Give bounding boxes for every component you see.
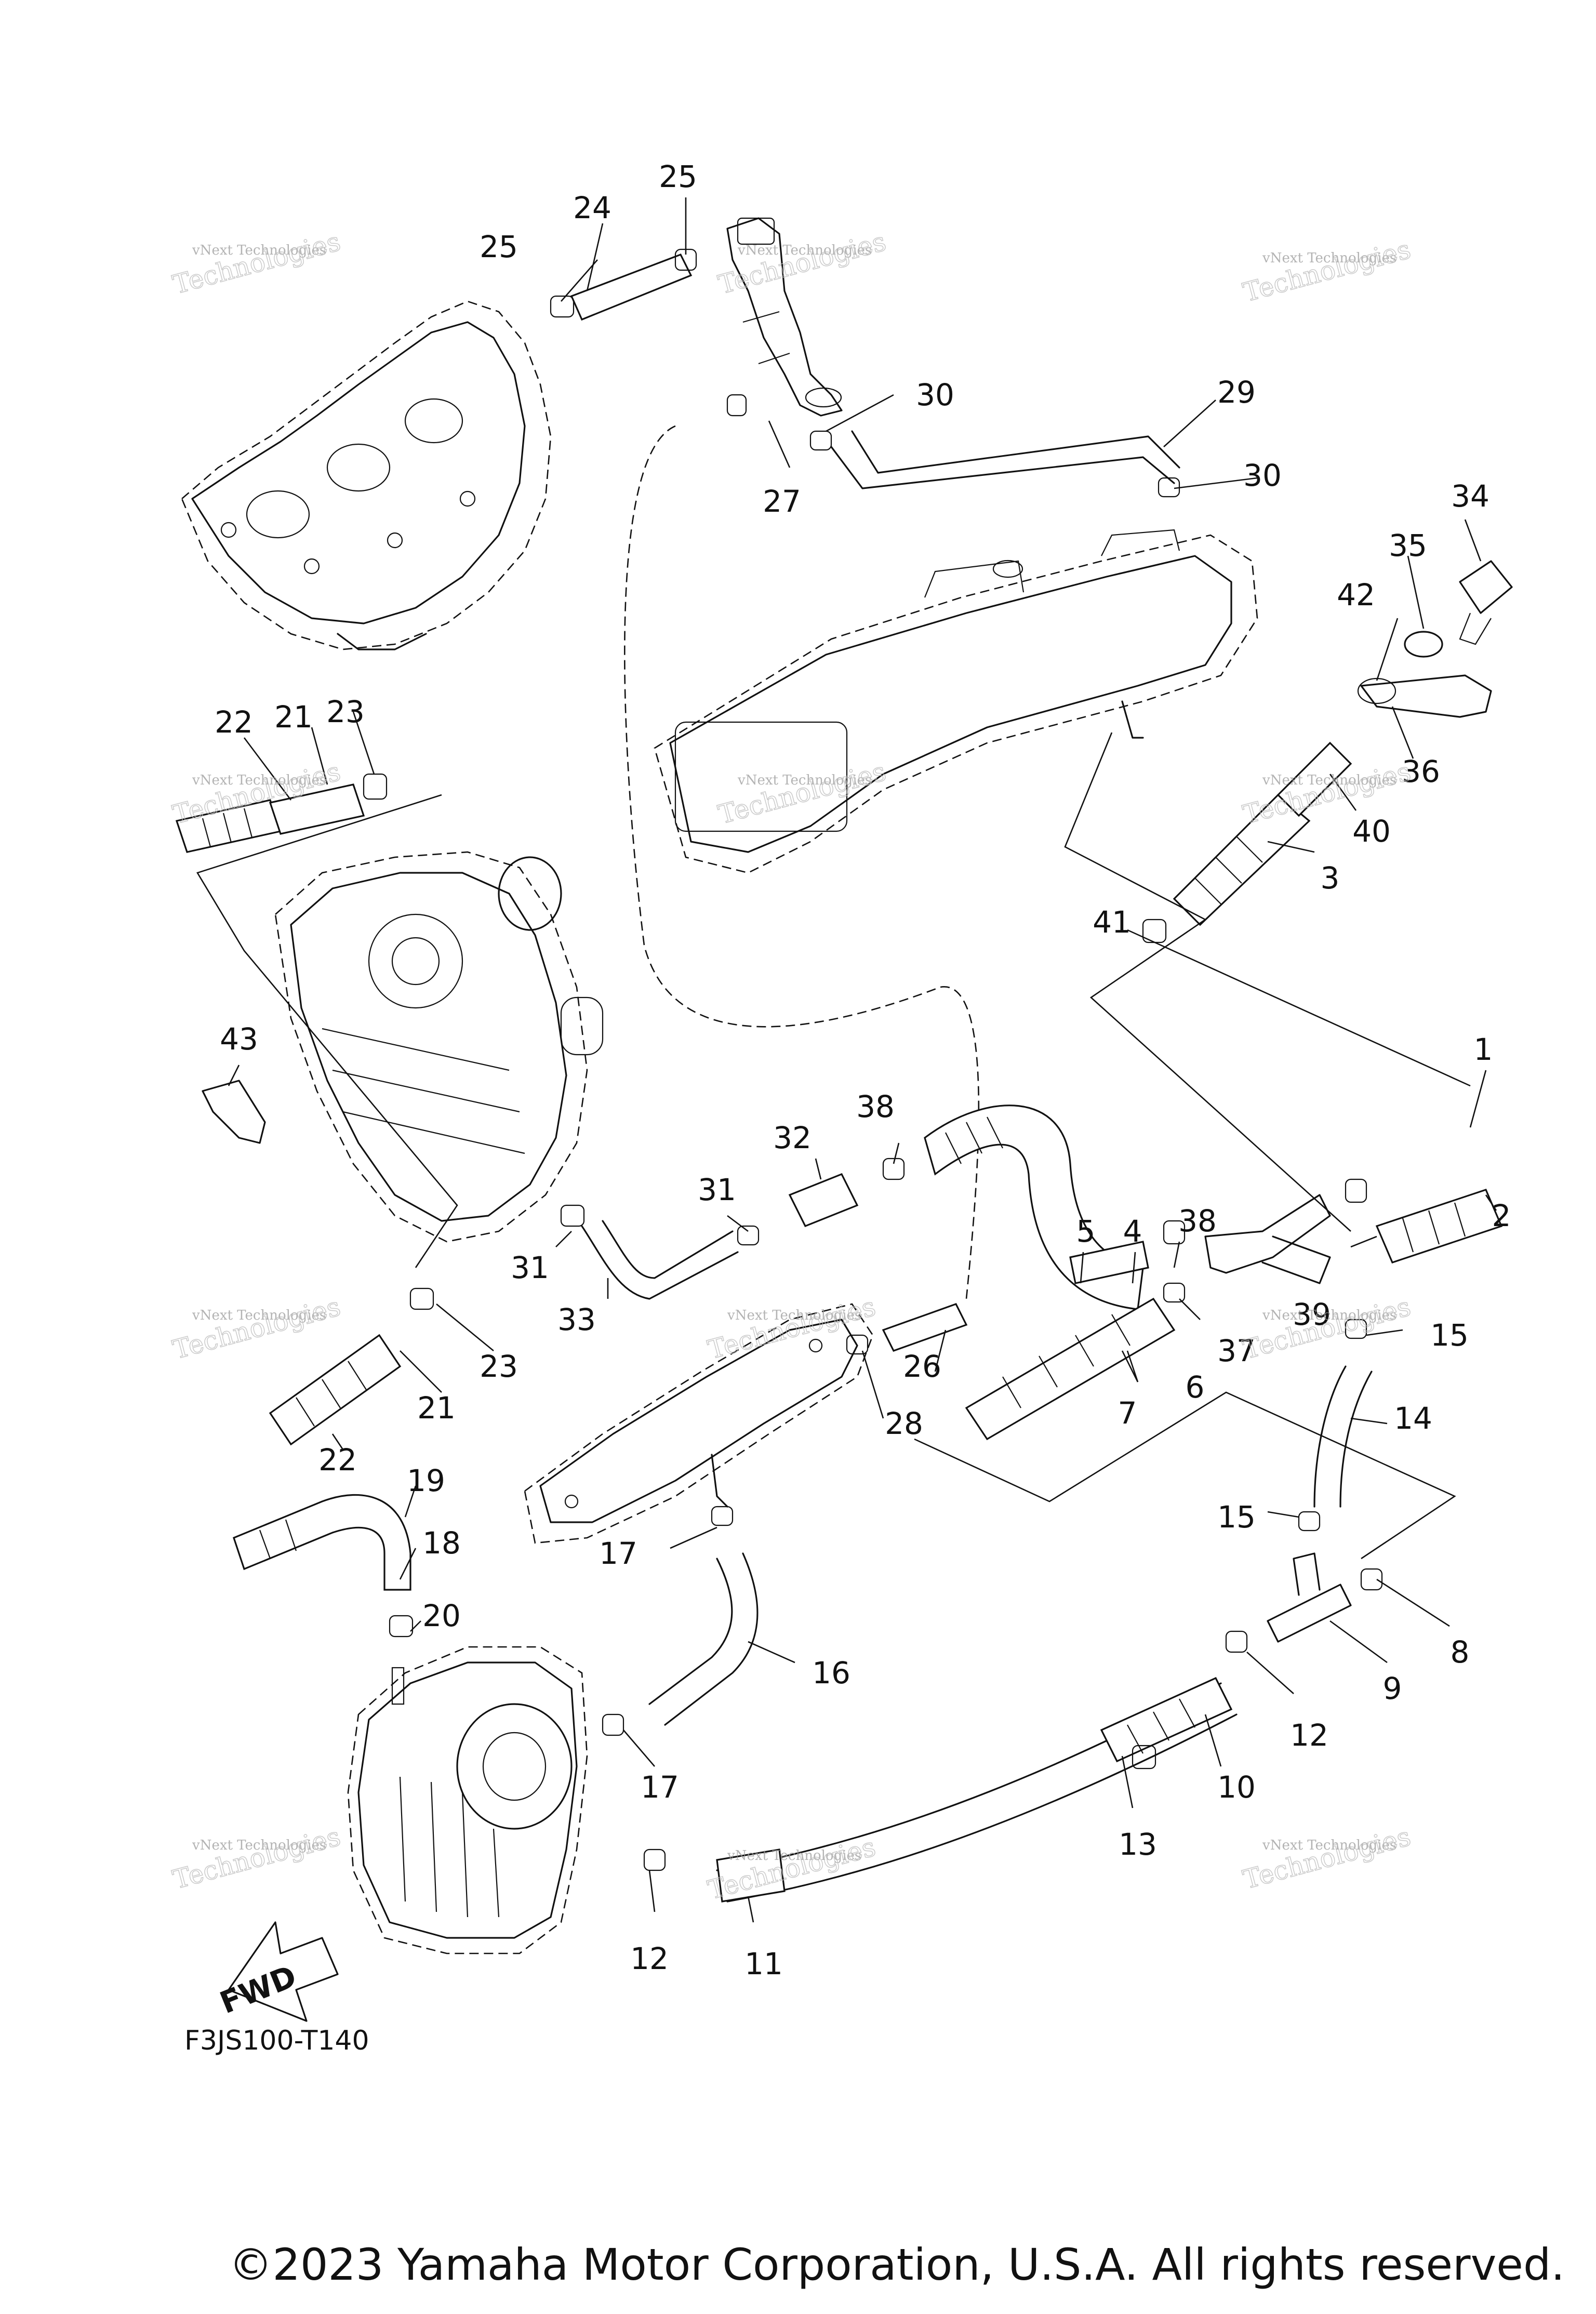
callout-17-bottom: 17 xyxy=(641,1770,679,1805)
exhaust-manifold xyxy=(181,300,552,650)
watermark-text: vNext Technologies xyxy=(192,243,326,258)
callout-13: 13 xyxy=(1119,1827,1157,1862)
callout-23-bottom: 23 xyxy=(480,1349,518,1384)
callout-25-left: 25 xyxy=(480,229,518,264)
callout-42: 42 xyxy=(1337,577,1375,613)
watermark-text: vNext Technologies xyxy=(192,1838,326,1853)
callout-10: 10 xyxy=(1217,1770,1256,1805)
callout-2: 2 xyxy=(1492,1198,1511,1233)
watermark-text: vNext Technologies xyxy=(192,773,326,788)
watermark-text: vNext Technologies xyxy=(1262,1308,1396,1323)
callout-30-right: 30 xyxy=(1243,458,1282,493)
callout-16: 16 xyxy=(812,1655,850,1691)
watermark-large: Technologies xyxy=(170,1821,344,1895)
callout-15-bottom: 15 xyxy=(1217,1499,1256,1535)
cooling-manifold xyxy=(524,1303,874,1544)
fwd-label: FWD xyxy=(215,1958,301,2020)
callout-12-right: 12 xyxy=(1290,1718,1328,1753)
sensor-bracket xyxy=(726,217,843,417)
callout-3: 3 xyxy=(1321,860,1340,896)
callout-26: 26 xyxy=(903,1349,941,1384)
callout-7: 7 xyxy=(1118,1395,1137,1431)
watermark-large: Technologies xyxy=(1240,1821,1414,1895)
muffler-body xyxy=(654,529,1258,874)
callout-28: 28 xyxy=(885,1406,923,1441)
hoses xyxy=(175,253,1503,1903)
watermark-large: Technologies xyxy=(170,227,344,300)
callout-18: 18 xyxy=(422,1525,461,1561)
callout-5: 5 xyxy=(1076,1214,1096,1249)
callout-19: 19 xyxy=(407,1463,445,1498)
clip-43 xyxy=(202,1080,266,1144)
watermark-text: vNext Technologies xyxy=(737,773,872,788)
watermark-large: Technologies xyxy=(1240,234,1414,308)
callout-31-right: 31 xyxy=(698,1172,736,1207)
callout-11: 11 xyxy=(744,1946,783,1981)
callout-29: 29 xyxy=(1217,375,1256,410)
watermark-text: vNext Technologies xyxy=(1262,250,1396,266)
callout-30-left: 30 xyxy=(916,377,954,413)
callout-35: 35 xyxy=(1389,528,1427,563)
callout-43: 43 xyxy=(220,1021,258,1057)
callout-36: 36 xyxy=(1402,754,1440,789)
callout-1: 1 xyxy=(1474,1032,1493,1067)
callout-31-left: 31 xyxy=(511,1250,549,1285)
watermark-text: vNext Technologies xyxy=(737,243,872,258)
grouping-lines xyxy=(196,732,1471,1560)
drain-fittings xyxy=(1357,560,1513,718)
callout-27: 27 xyxy=(763,484,801,519)
watermark-text: vNext Technologies xyxy=(192,1308,326,1323)
copyright-notice: ©2023 Yamaha Motor Corporation, U.S.A. A… xyxy=(229,2239,1565,2290)
fwd-arrow-icon: FWD xyxy=(215,1921,339,2022)
exhaust-elbow-assembly xyxy=(274,851,604,1243)
callout-24: 24 xyxy=(573,190,611,225)
watermark-text: vNext Technologies xyxy=(727,1308,861,1323)
callout-25-right: 25 xyxy=(659,159,697,194)
watermark-text: vNext Technologies xyxy=(1262,773,1396,788)
callout-32: 32 xyxy=(773,1120,812,1155)
callout-8: 8 xyxy=(1451,1634,1470,1670)
callout-leaders xyxy=(228,197,1497,1923)
callout-21-top: 21 xyxy=(274,699,313,735)
callout-6: 6 xyxy=(1186,1369,1205,1405)
callout-9: 9 xyxy=(1383,1671,1402,1706)
callout-22-top: 22 xyxy=(215,704,253,740)
callout-38-left: 38 xyxy=(856,1089,895,1124)
callout-15-top: 15 xyxy=(1430,1318,1469,1353)
callout-20: 20 xyxy=(422,1598,461,1633)
callout-21-bottom: 21 xyxy=(417,1390,456,1426)
callout-23-top: 23 xyxy=(326,694,365,729)
callout-38-mid: 38 xyxy=(1178,1203,1217,1239)
water-box xyxy=(347,1646,588,1954)
watermark-large: Technologies xyxy=(170,1292,344,1365)
callout-4: 4 xyxy=(1123,1214,1142,1249)
watermark-text: vNext Technologies xyxy=(1262,1838,1396,1853)
callout-41: 41 xyxy=(1093,905,1131,940)
watermark-text: vNext Technologies xyxy=(727,1848,861,1864)
callout-37: 37 xyxy=(1217,1333,1256,1368)
callout-39: 39 xyxy=(1293,1297,1331,1332)
callout-12-left: 12 xyxy=(630,1941,669,1976)
watermark-large: Technologies xyxy=(715,227,889,300)
watermarks: vNext Technologies Technologies vNext Te… xyxy=(169,226,1414,1906)
callout-22-bottom: 22 xyxy=(318,1442,357,1478)
callout-34: 34 xyxy=(1451,478,1489,514)
callout-numbers: 1 2 3 4 5 6 7 8 9 10 11 12 12 13 14 15 1… xyxy=(215,159,1511,1981)
callout-14: 14 xyxy=(1394,1401,1432,1436)
drawing-code: F3JS100-T140 xyxy=(184,2025,369,2056)
callout-40: 40 xyxy=(1352,814,1391,849)
watermark-large: Technologies xyxy=(715,756,889,830)
callout-33: 33 xyxy=(557,1302,596,1337)
clamps xyxy=(363,248,1383,1871)
callout-17-top: 17 xyxy=(599,1536,637,1571)
